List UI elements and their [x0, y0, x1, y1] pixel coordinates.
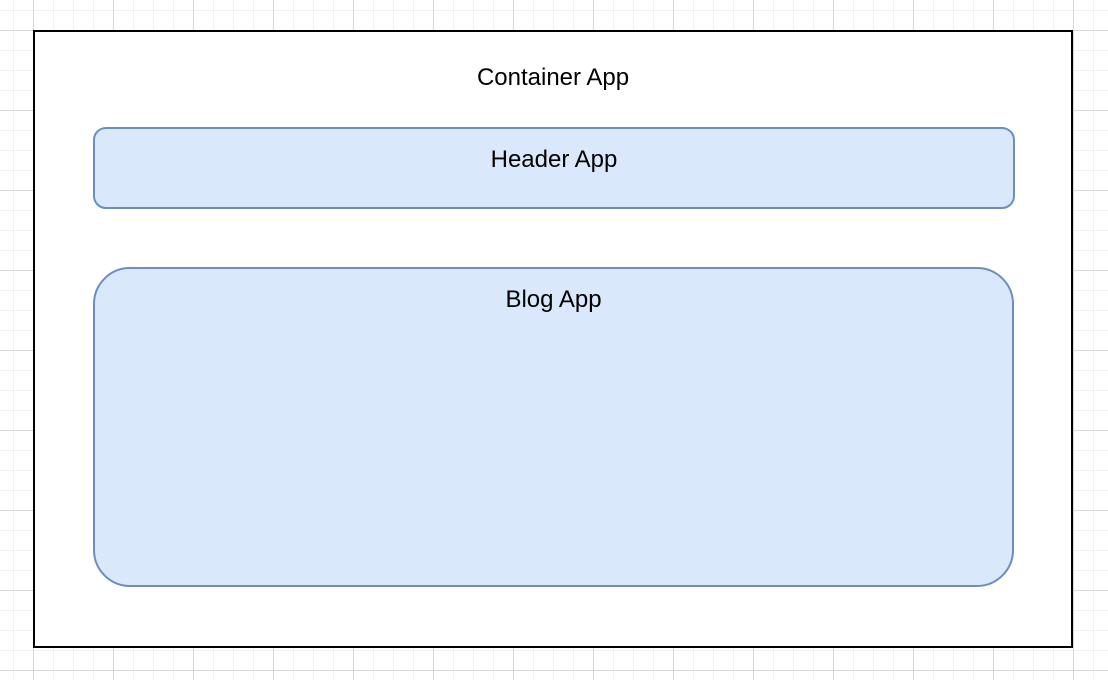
node-header-app[interactable]: Header App — [93, 127, 1015, 209]
node-blog-app[interactable]: Blog App — [93, 267, 1014, 587]
node-header-app-label: Header App — [490, 146, 618, 173]
node-blog-app-label: Blog App — [505, 286, 602, 313]
node-container-app-label: Container App — [476, 64, 630, 91]
